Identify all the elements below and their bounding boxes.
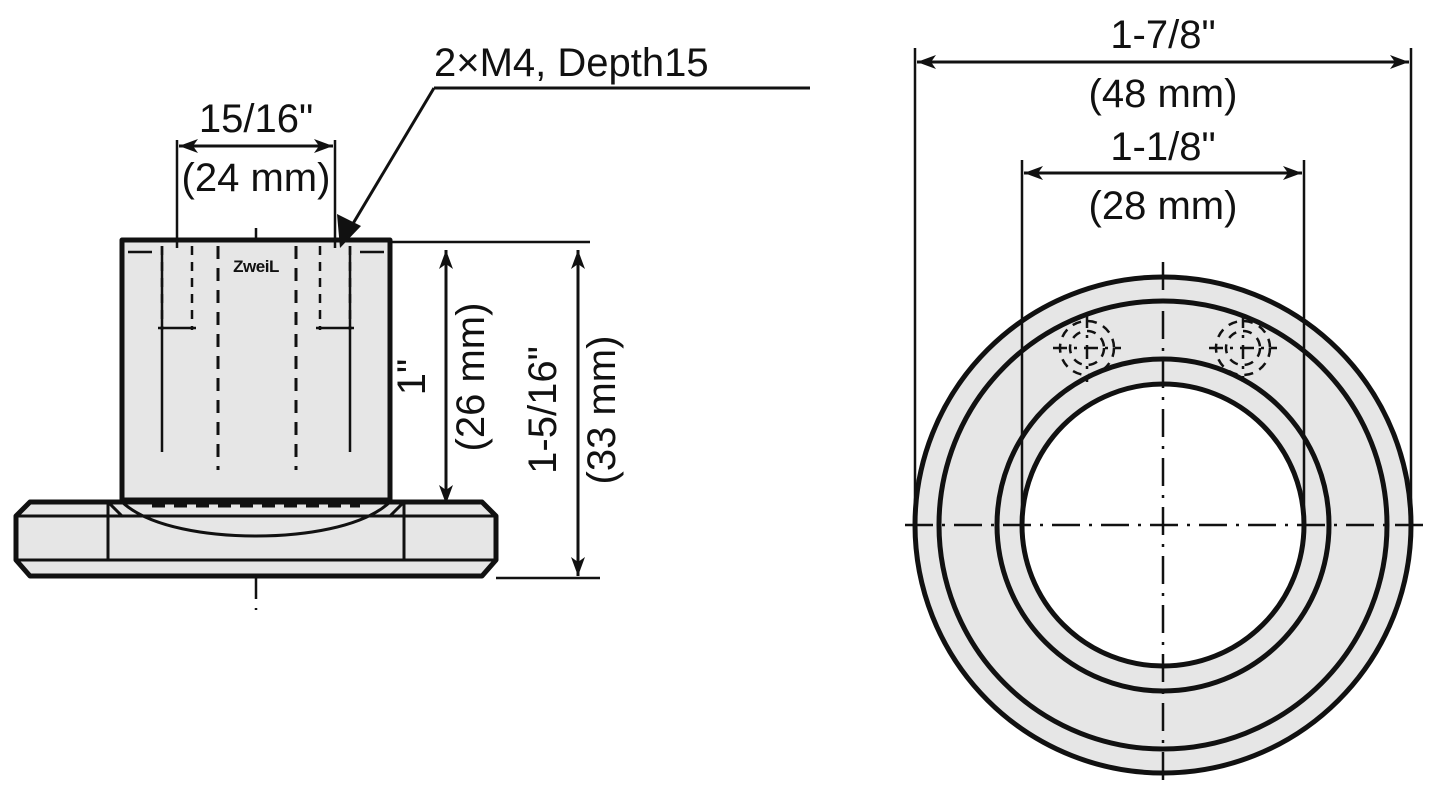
dimension-barrel-height: 1" (26 mm) xyxy=(390,240,590,504)
barrel-height-imperial: 1" xyxy=(390,359,434,395)
barrel-body xyxy=(119,237,393,503)
thread-note-leader-line xyxy=(346,87,436,233)
flange-barrel-transition xyxy=(120,500,392,538)
dimension-outer-diameter: 1-7/8" (48 mm) xyxy=(913,13,1413,540)
bore-dia-imperial: 1-1/8" xyxy=(1110,125,1215,169)
threaded-hole-right xyxy=(316,246,354,452)
plan-circular-view xyxy=(905,262,1425,788)
flange-corner-left xyxy=(106,500,124,518)
flange-corner-right xyxy=(388,500,406,518)
thread-note-arrowhead xyxy=(337,214,361,248)
plan-hole-left-thread-minor xyxy=(1068,329,1106,367)
thread-note-callout: 2×M4, Depth15 xyxy=(337,41,810,248)
outer-dia-metric: (48 mm) xyxy=(1089,72,1238,116)
dimension-bore-diameter: 1-1/8" (28 mm) xyxy=(1020,125,1306,530)
hidden-bore-lines xyxy=(216,246,298,470)
plan-threaded-hole-left xyxy=(1053,314,1121,382)
front-sectional-view: ZweiL xyxy=(13,228,499,610)
outer-dia-imperial: 1-7/8" xyxy=(1110,13,1215,57)
hole-spacing-metric: (24 mm) xyxy=(182,156,331,200)
plan-hole-right-thread-minor xyxy=(1224,329,1262,367)
threaded-hole-left xyxy=(158,246,196,452)
thread-note-text: 2×M4, Depth15 xyxy=(434,41,709,85)
brand-marking: ZweiL xyxy=(233,257,279,276)
overall-height-metric: (33 mm) xyxy=(580,336,624,485)
overall-height-imperial: 1-5/16" xyxy=(521,346,565,474)
barrel-height-metric: (26 mm) xyxy=(449,303,493,452)
hole-spacing-imperial: 15/16" xyxy=(199,97,313,141)
plan-threaded-hole-right xyxy=(1209,314,1277,382)
dimension-overall-height: 1-5/16" (33 mm) xyxy=(496,250,624,580)
flange-base xyxy=(13,499,499,579)
dimension-hole-spacing: 15/16" (24 mm) xyxy=(175,97,337,248)
bore-dia-metric: (28 mm) xyxy=(1089,184,1238,228)
